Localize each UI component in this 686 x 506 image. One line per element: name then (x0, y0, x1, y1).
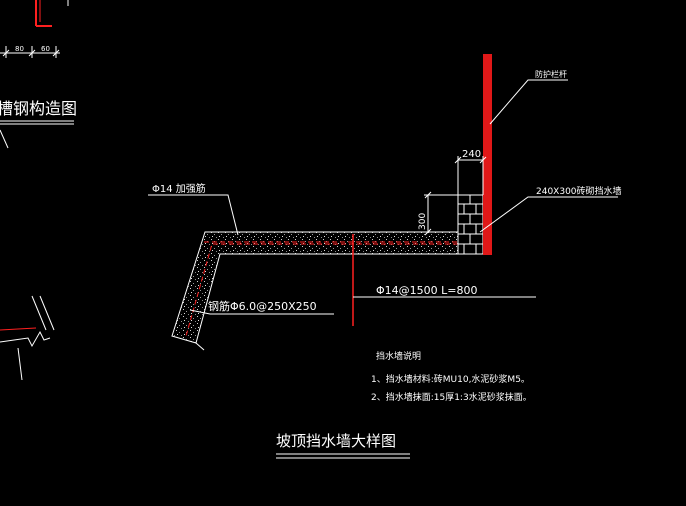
title-channel-steel: 槽钢构造图 (0, 99, 77, 118)
guardrail-post (483, 54, 492, 255)
dim-300-lines (424, 191, 458, 236)
dim-240-lines (454, 156, 487, 195)
brick-wall-leader (479, 196, 618, 233)
label-mesh: 钢筋Φ6.0@250X250 (208, 299, 317, 313)
notes-item-2: 2、挡水墙抹面:15厚1:3水泥砂浆抹面。 (371, 391, 532, 403)
brick-wall (457, 194, 484, 255)
label-dim-240: 240 (462, 149, 481, 160)
label-rebar-top: Φ14 加强筋 (152, 182, 206, 195)
notes-heading: 挡水墙说明 (376, 350, 421, 362)
rebar-top-leader (148, 194, 239, 236)
main-title: 坡顶挡水墙大样图 (276, 432, 396, 450)
label-brick-wall: 240X300砖砌挡水墙 (536, 185, 622, 197)
label-rebar-anchor: Φ14@1500 L=800 (376, 284, 478, 297)
label-guardrail: 防护栏杆 (535, 69, 567, 79)
label-dim-300: 300 (418, 213, 428, 230)
channel-steel-detail (0, 0, 69, 58)
guardrail-leader (489, 79, 568, 125)
partial-section-left (0, 129, 55, 381)
notes-item-1: 1、挡水墙材料:砖MU10,水泥砂浆M5。 (371, 373, 530, 385)
mesh-leader (189, 309, 334, 315)
dim-60: 60 (41, 45, 50, 53)
dim-80: 80 (15, 45, 24, 53)
